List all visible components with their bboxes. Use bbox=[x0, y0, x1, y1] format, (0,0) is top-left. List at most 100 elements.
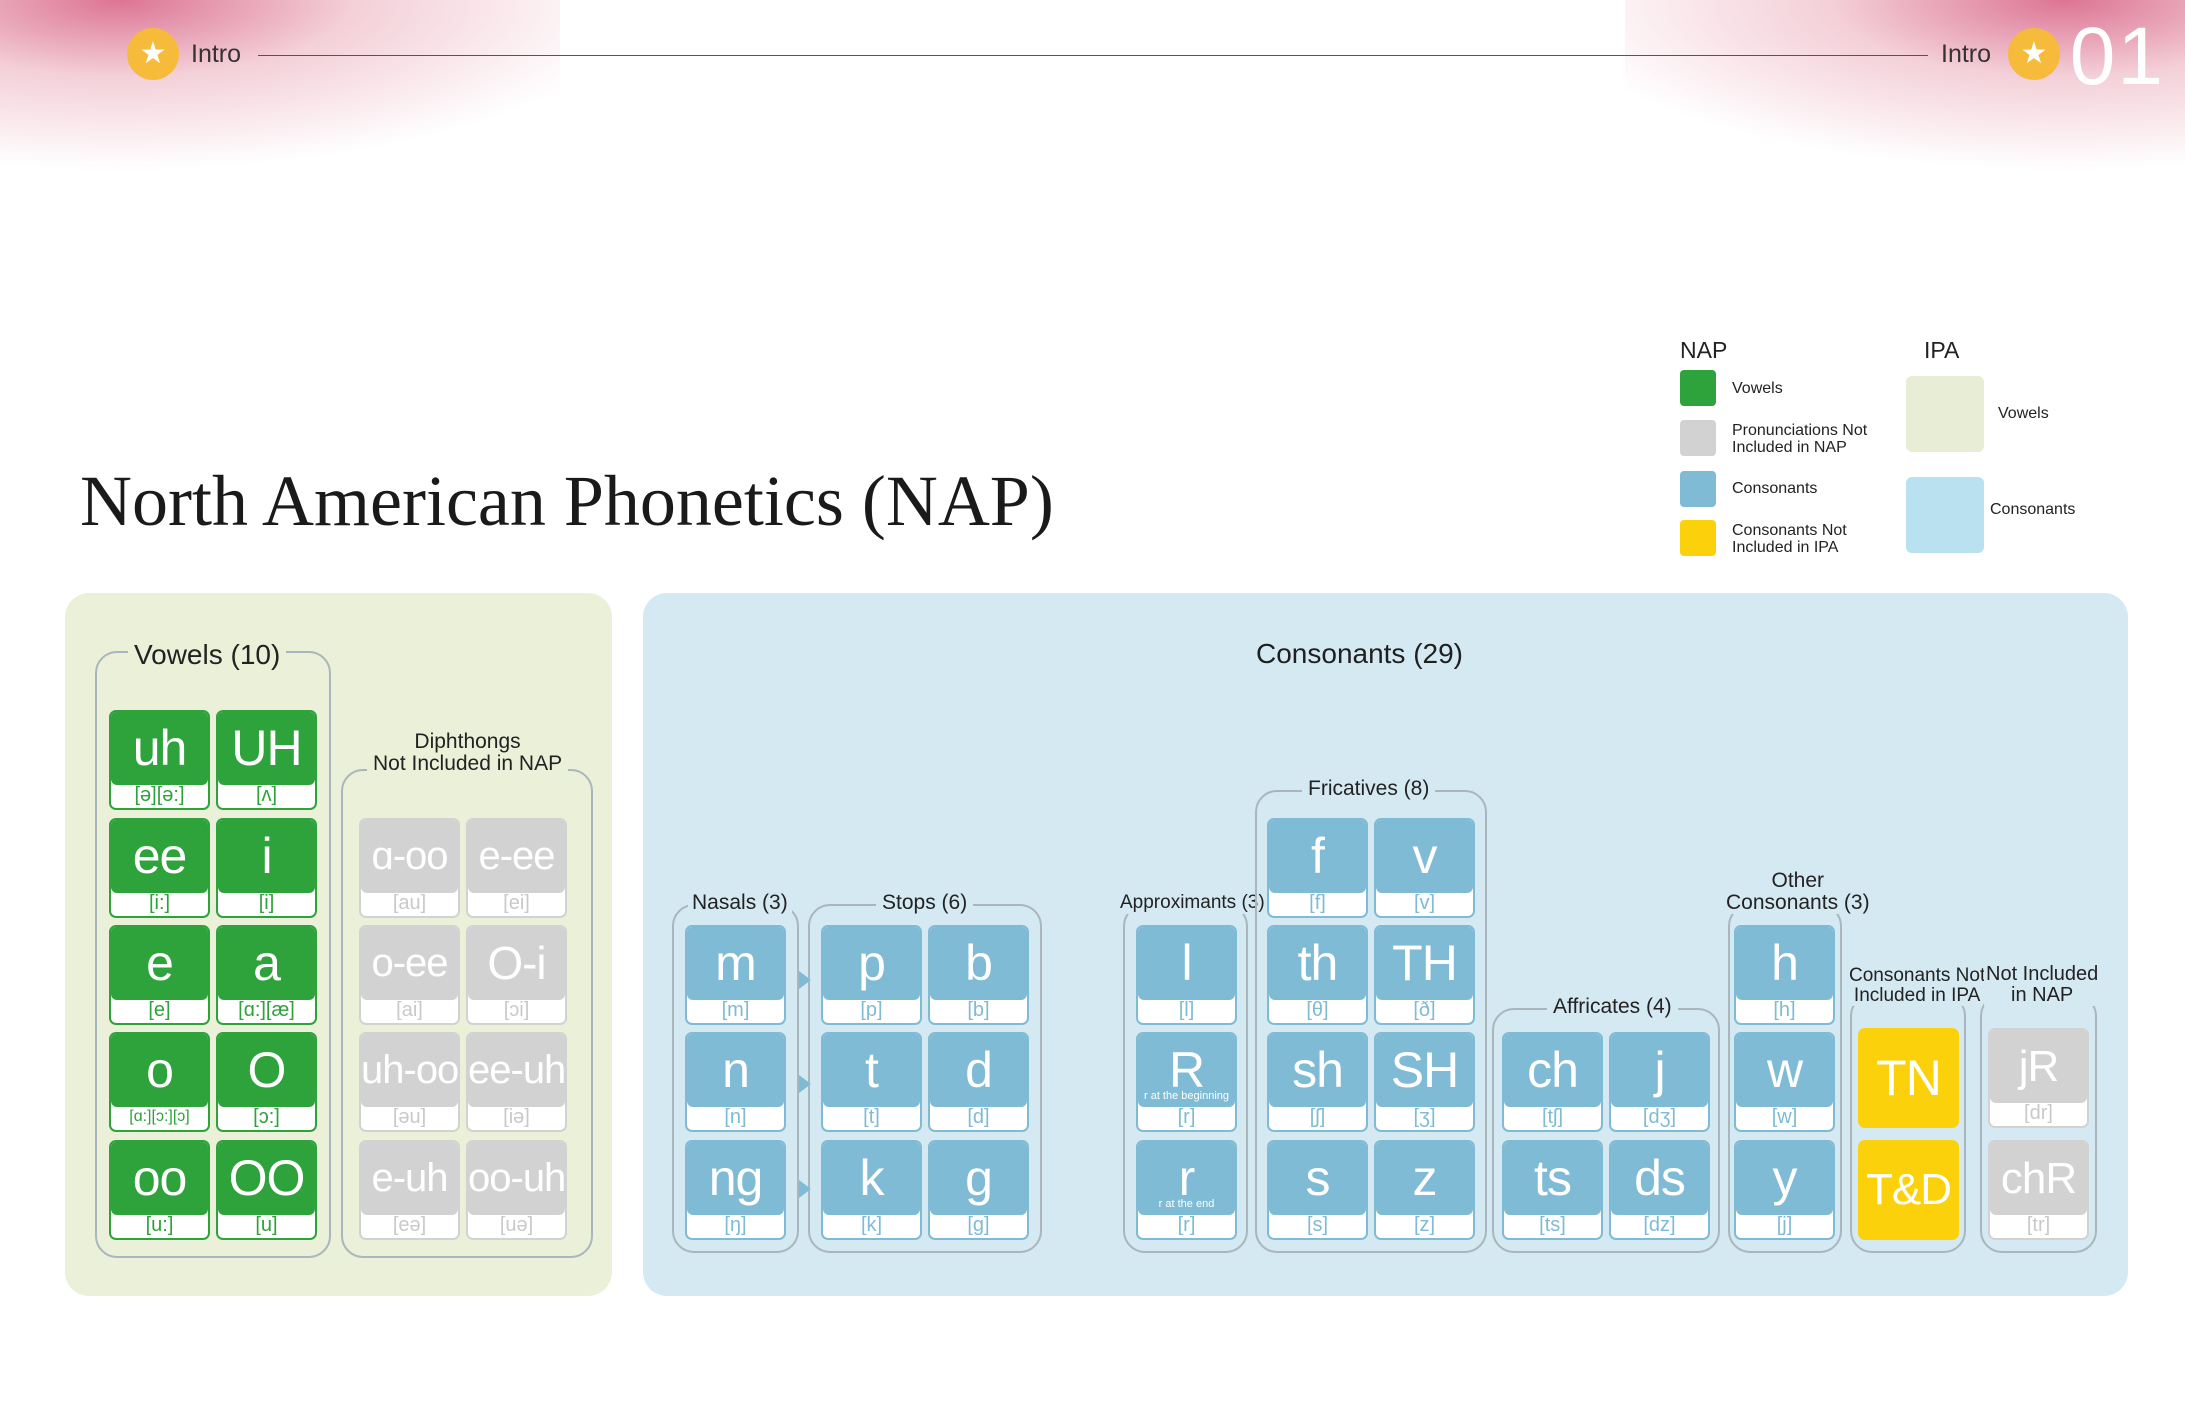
phoneme-nap-symbol: ee-uh bbox=[468, 1034, 565, 1107]
legend-ipa-swatch bbox=[1906, 477, 1984, 553]
phoneme-tile: t[t] bbox=[821, 1032, 922, 1132]
phoneme-ipa-symbol: [ə][ə:] bbox=[134, 784, 185, 806]
phoneme-tile: o-ee[ai] bbox=[359, 925, 460, 1025]
approximants-title: Approximants (3) bbox=[1118, 892, 1267, 914]
phoneme-nap-symbol: e-uh bbox=[361, 1142, 458, 1215]
phoneme-ipa-symbol: [ɔi] bbox=[503, 999, 530, 1021]
phoneme-nap-symbol: y bbox=[1736, 1142, 1833, 1215]
phoneme-nap-symbol: TH bbox=[1376, 927, 1473, 1000]
phoneme-tile: SH[ʒ] bbox=[1374, 1032, 1475, 1132]
phoneme-tile: oo[u:] bbox=[109, 1140, 210, 1240]
legend-ipa-label: Consonants bbox=[1990, 501, 2076, 518]
phoneme-ipa-symbol: [u] bbox=[255, 1214, 278, 1236]
phoneme-ipa-symbol: [tr] bbox=[2026, 1214, 2051, 1236]
phoneme-tile: b[b] bbox=[928, 925, 1029, 1025]
phoneme-ipa-symbol: [h] bbox=[1773, 999, 1796, 1021]
phoneme-nap-symbol: w bbox=[1736, 1034, 1833, 1107]
not-in-nap-title: Not Included in NAP bbox=[1984, 963, 2101, 1006]
phoneme-nap-symbol: n bbox=[687, 1034, 784, 1107]
phoneme-tile: O[ɔ:] bbox=[216, 1032, 317, 1132]
legend-nap-label: Vowels bbox=[1732, 380, 1783, 397]
phoneme-nap-symbol: ts bbox=[1504, 1142, 1601, 1215]
phoneme-tile: uh-oo[əu] bbox=[359, 1032, 460, 1132]
phoneme-nap-symbol: uh-oo bbox=[361, 1034, 458, 1107]
legend-nap-swatch bbox=[1680, 471, 1716, 507]
phoneme-nap-symbol: d bbox=[930, 1034, 1027, 1107]
phoneme-tile: ng[ŋ] bbox=[685, 1140, 786, 1240]
phoneme-tile: O-i[ɔi] bbox=[466, 925, 567, 1025]
phoneme-tile: e-uh[eə] bbox=[359, 1140, 460, 1240]
phoneme-tile: jR[dr] bbox=[1988, 1028, 2089, 1128]
phoneme-tile: i[i] bbox=[216, 818, 317, 918]
diphthongs-title: Diphthongs Not Included in NAP bbox=[367, 731, 569, 775]
legend-nap-swatch bbox=[1680, 370, 1716, 406]
consonants-title: Consonants (29) bbox=[1256, 638, 1464, 669]
phoneme-ipa-symbol: [ʒ] bbox=[1413, 1106, 1436, 1128]
nasals-title: Nasals (3) bbox=[688, 892, 792, 914]
phoneme-ipa-symbol: [p] bbox=[860, 999, 883, 1021]
arrow-ng-k bbox=[799, 1180, 811, 1198]
page-number: 01 bbox=[2069, 11, 2165, 102]
phoneme-tile: e-ee[ei] bbox=[466, 818, 567, 918]
phoneme-nap-symbol: g bbox=[930, 1142, 1027, 1215]
phoneme-ipa-symbol: [uə] bbox=[499, 1214, 534, 1236]
phoneme-nap-symbol: uh bbox=[111, 712, 208, 785]
stops-title: Stops (6) bbox=[876, 892, 974, 914]
phoneme-ipa-symbol: [ai] bbox=[396, 999, 423, 1021]
phoneme-nap-symbol: h bbox=[1736, 927, 1833, 1000]
phoneme-tile: l[l] bbox=[1136, 925, 1237, 1025]
phoneme-nap-symbol: oo-uh bbox=[468, 1142, 565, 1215]
phoneme-nap-symbol: jR bbox=[1990, 1030, 2087, 1103]
phoneme-ipa-symbol: [θ] bbox=[1306, 999, 1329, 1021]
phoneme-tile: chR[tr] bbox=[1988, 1140, 2089, 1240]
phoneme-ipa-symbol: [l] bbox=[1178, 999, 1195, 1021]
phoneme-ipa-symbol: [i] bbox=[258, 892, 275, 914]
phoneme-tile: TN bbox=[1858, 1028, 1959, 1128]
phoneme-nap-symbol: e bbox=[111, 927, 208, 1000]
phoneme-nap-symbol: s bbox=[1269, 1142, 1366, 1215]
phoneme-tile: oo-uh[uə] bbox=[466, 1140, 567, 1240]
phoneme-tile: f[f] bbox=[1267, 818, 1368, 918]
phoneme-nap-symbol: r bbox=[1138, 1142, 1235, 1215]
phoneme-tile: j[dʒ] bbox=[1609, 1032, 1710, 1132]
phoneme-ipa-symbol: [au] bbox=[392, 892, 427, 914]
phoneme-ipa-symbol: [eə] bbox=[392, 1214, 427, 1236]
phoneme-nap-symbol: e-ee bbox=[468, 820, 565, 893]
phoneme-nap-symbol: f bbox=[1269, 820, 1366, 893]
phoneme-nap-symbol: o-ee bbox=[361, 927, 458, 1000]
phoneme-tile: UH[ʌ] bbox=[216, 710, 317, 810]
phoneme-nap-symbol: ng bbox=[687, 1142, 784, 1215]
page-title: North American Phonetics (NAP) bbox=[80, 461, 1054, 541]
phoneme-note: r at the end bbox=[1158, 1198, 1215, 1210]
phoneme-ipa-symbol: [r] bbox=[1177, 1214, 1196, 1236]
phoneme-ipa-symbol: [i:] bbox=[148, 892, 171, 914]
phoneme-tile: ts[ts] bbox=[1502, 1140, 1603, 1240]
phoneme-nap-symbol: p bbox=[823, 927, 920, 1000]
phoneme-ipa-symbol: [u:] bbox=[145, 1214, 174, 1236]
legend-nap-title: NAP bbox=[1680, 337, 1728, 363]
phoneme-ipa-symbol: [m] bbox=[721, 999, 750, 1021]
phoneme-ipa-symbol: [g] bbox=[967, 1214, 990, 1236]
phoneme-tile: uh[ə][ə:] bbox=[109, 710, 210, 810]
phoneme-nap-symbol: t bbox=[823, 1034, 920, 1107]
phoneme-tile: s[s] bbox=[1267, 1140, 1368, 1240]
legend-nap-label: Consonants bbox=[1732, 480, 1818, 497]
header-label-left: Intro bbox=[191, 40, 242, 68]
legend-nap-label: Pronunciations Not Included in NAP bbox=[1732, 422, 1868, 456]
phoneme-ipa-symbol: [j] bbox=[1776, 1214, 1793, 1236]
phoneme-tile: z[z] bbox=[1374, 1140, 1475, 1240]
phoneme-tile: TH[ð] bbox=[1374, 925, 1475, 1025]
phoneme-nap-symbol: l bbox=[1138, 927, 1235, 1000]
phoneme-ipa-symbol: [ð] bbox=[1413, 999, 1436, 1021]
phoneme-ipa-symbol: [əu] bbox=[392, 1106, 427, 1128]
phoneme-tile: k[k] bbox=[821, 1140, 922, 1240]
phoneme-tile: v[v] bbox=[1374, 818, 1475, 918]
phoneme-tile: d[d] bbox=[928, 1032, 1029, 1132]
phoneme-nap-symbol: ds bbox=[1611, 1142, 1708, 1215]
phoneme-tile: ds[dz] bbox=[1609, 1140, 1710, 1240]
phoneme-ipa-symbol: [z] bbox=[1413, 1214, 1436, 1236]
phoneme-ipa-symbol: [ʃ] bbox=[1309, 1106, 1326, 1128]
phoneme-ipa-symbol: [tʃ] bbox=[1541, 1106, 1564, 1128]
phoneme-ipa-symbol: [ɑ:][ɔ:][ɔ] bbox=[129, 1108, 190, 1125]
